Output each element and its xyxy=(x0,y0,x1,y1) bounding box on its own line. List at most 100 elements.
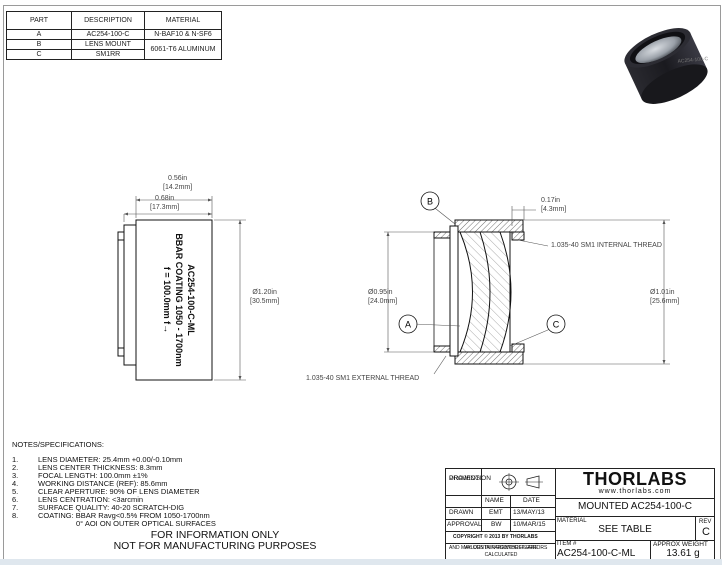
note-number: 6. xyxy=(12,495,19,504)
drawing-title: MOUNTED AC254-100-C xyxy=(578,501,692,512)
note-text: WORKING DISTANCE (REF): 85.6mm xyxy=(38,479,168,488)
part-description: SM1RR xyxy=(71,49,145,60)
note-text: CLEAR APERTURE: 90% OF LENS DIAMETER xyxy=(38,487,200,496)
note-item: 5. CLEAR APERTURE: 90% OF LENS DIAMETER xyxy=(12,488,216,496)
divider xyxy=(555,540,715,541)
rev-label: REV xyxy=(699,519,712,525)
note-item: 4. WORKING DISTANCE (REF): 85.6mm xyxy=(12,480,216,488)
note-item: 2.LENS CENTER THICKNESS: 8.3mm xyxy=(12,464,216,472)
engraving-line-1: AC254-100-C-ML xyxy=(186,264,196,336)
divider xyxy=(555,468,556,561)
parts-row: A AC254-100-C N-BAF10 & N-SF6 xyxy=(6,29,222,40)
disclaimer: FOR INFORMATION ONLY NOT FOR MANUFACTURI… xyxy=(100,530,330,552)
part-description: LENS MOUNT xyxy=(71,39,145,50)
rev-value: C xyxy=(702,526,710,538)
note-number: 3. xyxy=(12,471,19,480)
dim-mm: [17.3mm] xyxy=(150,204,180,211)
weight-label: APPROX WEIGHT xyxy=(653,541,708,548)
note-text: LENS DIAMETER: 25.4mm +0.00/-0.10mm xyxy=(38,455,183,464)
dim-outer-thread-diameter: Ø1.01in [25.6mm] xyxy=(650,288,679,306)
projection-line: PROJECTION xyxy=(449,475,491,482)
dim-inch: 0.68in xyxy=(155,195,175,202)
date-header: DATE xyxy=(523,497,540,504)
name-header: NAME xyxy=(485,497,504,504)
note-number: 8. xyxy=(12,511,19,520)
divider xyxy=(445,495,555,496)
material-value: SEE TABLE xyxy=(598,524,652,535)
dim-inch: Ø1.20in xyxy=(252,289,277,296)
note-text: 0° AOI ON OUTER OPTICAL SURFACES xyxy=(76,519,216,528)
item-value: AC254-100-C-ML xyxy=(557,548,636,559)
part-material: 6061-T6 ALUMINUM xyxy=(144,39,222,60)
values-note-line: VALUES IN PARENTHESIS ARE CALCULATED xyxy=(464,545,538,558)
divider xyxy=(481,468,482,495)
dim-length-long: 0.68in [17.3mm] xyxy=(150,194,179,212)
disclaimer-line: FOR INFORMATION ONLY xyxy=(150,529,280,541)
dim-outer-diameter: Ø1.20in [30.5mm] xyxy=(250,288,279,306)
drawn-label: DRAWN xyxy=(449,509,474,516)
parts-row: C SM1RR xyxy=(6,49,222,60)
external-thread-label: 1.035-40 SM1 EXTERNAL THREAD xyxy=(306,375,420,382)
callout-a: A xyxy=(405,320,411,330)
dim-mm: [25.6mm] xyxy=(650,298,680,305)
callout-b: B xyxy=(427,197,433,207)
drawn-date: 13/MAY/13 xyxy=(513,509,545,516)
dim-mm: [24.0mm] xyxy=(368,298,398,305)
thorlabs-logo: THORLABS xyxy=(583,469,687,489)
dim-mm: [14.2mm] xyxy=(163,184,193,191)
note-text: COATING: BBAR Ravg<0.5% FROM 1050-1700nm xyxy=(38,511,210,520)
dim-mm: [4.3mm] xyxy=(541,206,567,213)
projection-line: DRAWING xyxy=(449,475,481,482)
note-item: 0° AOI ON OUTER OPTICAL SURFACES xyxy=(12,520,216,528)
render-engraving: AC254-100-C xyxy=(677,56,708,65)
note-number: 4. xyxy=(12,479,19,488)
dim-inch: Ø0.95in xyxy=(368,289,393,296)
divider xyxy=(650,540,651,561)
approval-label: APPROVAL xyxy=(447,521,482,528)
divider xyxy=(445,507,555,508)
third-angle-projection-icon xyxy=(499,473,543,491)
note-text: LENS CENTER THICKNESS: 8.3mm xyxy=(38,463,163,472)
section-view: B A C xyxy=(384,191,670,375)
note-text: FOCAL LENGTH: 100.0mm ±1% xyxy=(38,471,148,480)
divider xyxy=(510,495,511,531)
item-label: ITEM # xyxy=(557,541,577,547)
engraving-line-3: f = 100.0mm f→ xyxy=(162,267,172,333)
note-text: LENS CENTRATION: <3arcmin xyxy=(38,495,144,504)
approval-date: 10/MAR/15 xyxy=(513,521,546,528)
title-block: DRAWING PROJECTION NAME DATE DRAWN EMT 1… xyxy=(445,468,715,561)
note-number: 5. xyxy=(12,487,19,496)
part-description: AC254-100-C xyxy=(71,29,145,40)
dim-thread-depth: 0.17in [4.3mm] xyxy=(541,196,566,214)
copyright: COPYRIGHT © 2013 BY THORLABS xyxy=(453,534,538,540)
weight-value: 13.61 g xyxy=(666,548,700,559)
dim-mm: [30.5mm] xyxy=(250,298,280,305)
divider xyxy=(481,495,482,531)
parts-header-description: DESCRIPTION xyxy=(71,11,145,30)
note-text: SURFACE QUALITY: 40-20 SCRATCH-DIG xyxy=(38,503,185,512)
note-number xyxy=(12,520,76,528)
window-bottom-strip xyxy=(0,559,722,565)
note-item: 8. COATING: BBAR Ravg<0.5% FROM 1050-1700… xyxy=(12,512,216,520)
website: www.thorlabs.com xyxy=(598,488,672,495)
divider xyxy=(445,531,555,532)
internal-thread-label: 1.035-40 SM1 INTERNAL THREAD xyxy=(551,242,662,249)
dim-inner-diameter: Ø0.95in [24.0mm] xyxy=(368,288,397,306)
notes-specifications: NOTES/SPECIFICATIONS: 1.LENS DIAMETER: 2… xyxy=(12,441,216,528)
dim-inch: 0.17in xyxy=(541,197,561,204)
material-label: MATERIAL xyxy=(557,518,587,524)
side-view: AC254-100-C-ML BBAR COATING 1050 - 1700n… xyxy=(117,196,246,381)
parts-table: PART DESCRIPTION MATERIAL A AC254-100-C … xyxy=(6,11,222,60)
drawn-name: EMT xyxy=(489,509,503,516)
part-id: A xyxy=(6,29,72,40)
parts-row: B LENS MOUNT 6061-T6 ALUMINUM xyxy=(6,39,222,60)
dim-inch: 0.56in xyxy=(168,175,188,182)
callout-c: C xyxy=(553,320,560,330)
note-number: 1. xyxy=(12,455,19,464)
part-id: C xyxy=(6,49,72,60)
divider xyxy=(445,543,555,544)
dim-inch: Ø1.01in xyxy=(650,289,675,296)
mount-3d-render: AC254-100-C xyxy=(624,28,709,104)
note-number: 7. xyxy=(12,503,19,512)
